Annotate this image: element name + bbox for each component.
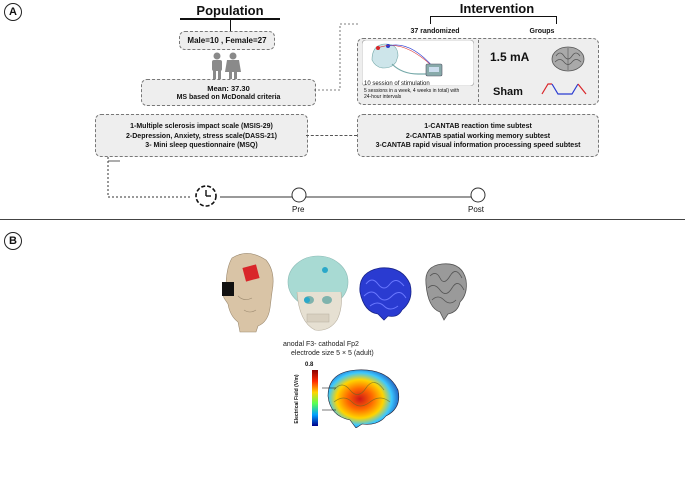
intervention-bracket-right bbox=[556, 16, 557, 24]
intervention-bracket-top bbox=[430, 16, 556, 17]
population-title-underline bbox=[180, 18, 280, 20]
test-list: 1-CANTAB reaction time subtest 2-CANTAB … bbox=[358, 122, 598, 151]
population-criteria: MS based on McDonald criteria bbox=[176, 94, 281, 101]
electric-field-colorbar bbox=[312, 370, 318, 426]
montage-text: anodal F3- cathodal Fp2 electrode size 5… bbox=[283, 340, 374, 358]
panel-a-label: A bbox=[4, 3, 22, 21]
gray-brain-illustration bbox=[425, 263, 467, 321]
sham-waveform-icon bbox=[541, 83, 587, 95]
questionnaires-box: 1-Multiple sclerosis impact scale (MSIS-… bbox=[95, 114, 308, 157]
test-item: 2-CANTAB spatial working memory subtest bbox=[405, 132, 551, 140]
outcomes-connector bbox=[306, 135, 357, 136]
skull-model-illustration bbox=[287, 255, 349, 331]
stimulation-detail-1: 5 sessions in a week, 4 weeks in total) … bbox=[364, 87, 460, 94]
electric-field-brain-illustration bbox=[322, 369, 400, 428]
randomized-label: 37 randomized bbox=[410, 28, 460, 35]
groups-label: Groups bbox=[529, 28, 555, 35]
montage-line-2: electrode size 5 × 5 (adult) bbox=[291, 350, 374, 357]
tests-box: 1-CANTAB reaction time subtest 2-CANTAB … bbox=[357, 114, 599, 157]
panel-divider bbox=[0, 219, 685, 220]
questionnaire-item: 3- Mini sleep questionnaire (MSQ) bbox=[145, 142, 258, 149]
clock-icon bbox=[195, 185, 217, 207]
intervention-divider bbox=[478, 40, 480, 102]
blue-brain-illustration bbox=[359, 267, 412, 321]
population-counts-box: Male=10 , Female=27 bbox=[179, 31, 275, 50]
stimulation-text: 10 session of stimulation 5 sessions in … bbox=[364, 81, 476, 101]
brain-icon bbox=[551, 46, 585, 72]
questionnaire-item: 2-Depression, Anxiety, stress scale(DASS… bbox=[126, 132, 277, 140]
study-timeline bbox=[107, 157, 486, 203]
colorbar-max-label: 0.8 bbox=[305, 362, 314, 368]
head-model-illustration bbox=[222, 253, 274, 333]
timeline-pre-label: Pre bbox=[292, 205, 305, 214]
test-item: 3-CANTAB rapid visual information proces… bbox=[375, 142, 581, 149]
population-title: Population bbox=[196, 3, 264, 18]
population-connector bbox=[230, 19, 231, 31]
test-item: 1-CANTAB reaction time subtest bbox=[424, 123, 532, 130]
intervention-title: Intervention bbox=[459, 1, 535, 16]
timeline-post-label: Post bbox=[468, 205, 485, 214]
sham-group-label: Sham bbox=[493, 86, 523, 98]
stimulation-title: 10 session of stimulation bbox=[364, 81, 430, 87]
people-icon bbox=[212, 52, 241, 80]
questionnaire-list: 1-Multiple sclerosis impact scale (MSIS-… bbox=[96, 122, 307, 151]
population-intervention-connector bbox=[314, 23, 360, 91]
population-mean-box: Mean: 37.30 MS based on McDonald criteri… bbox=[141, 79, 316, 106]
questionnaire-item: 1-Multiple sclerosis impact scale (MSIS-… bbox=[130, 123, 273, 130]
panel-b-label: B bbox=[4, 232, 22, 250]
intervention-bracket-left bbox=[430, 16, 431, 24]
stimulation-detail-2: 24-hour intervals bbox=[364, 94, 402, 100]
stimulation-illustration bbox=[362, 40, 474, 86]
population-counts: Male=10 , Female=27 bbox=[187, 36, 267, 45]
montage-line-1: anodal F3- cathodal Fp2 bbox=[283, 341, 359, 348]
colorbar-axis-label: Electrical Field (V/m) bbox=[294, 374, 300, 424]
population-mean: Mean: 37.30 bbox=[207, 84, 250, 93]
active-group-label: 1.5 mA bbox=[490, 50, 530, 64]
